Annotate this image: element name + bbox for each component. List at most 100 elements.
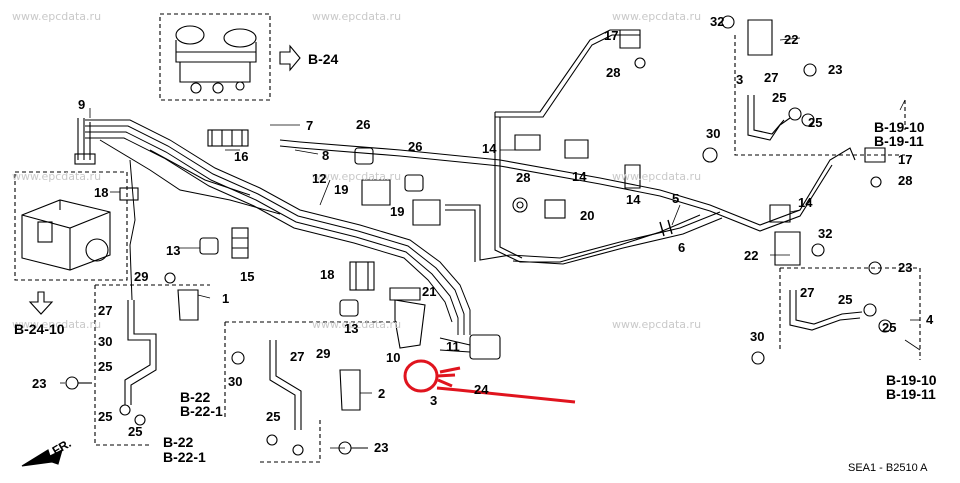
callout-25-d[interactable]: 25	[266, 409, 281, 424]
callout-14-a[interactable]: 14	[482, 141, 497, 156]
line-10	[394, 299, 426, 349]
ref-b22-1-bottom[interactable]: B-22-1	[163, 449, 206, 465]
callout-19-a[interactable]: 19	[334, 182, 349, 197]
callout-26-a[interactable]: 26	[356, 117, 371, 132]
ref-b22-bottom[interactable]: B-22	[163, 434, 194, 450]
callout-30-d[interactable]: 30	[750, 329, 765, 344]
callout-3-b[interactable]: 3	[736, 72, 744, 87]
callout-27-b[interactable]: 27	[290, 349, 305, 364]
callout-30-a[interactable]: 30	[98, 334, 113, 349]
callout-27-c[interactable]: 27	[764, 70, 779, 85]
callout-15[interactable]: 15	[240, 269, 255, 284]
top-right-box	[734, 35, 906, 156]
bolt-icons	[65, 15, 882, 455]
callout-7[interactable]: 7	[306, 118, 314, 133]
callout-30-b[interactable]: 30	[228, 374, 243, 389]
callout-4[interactable]: 4	[926, 312, 934, 327]
callout-17-b[interactable]: 17	[898, 152, 913, 167]
abs-modulator-box	[14, 171, 128, 281]
watermark-9: www.epcdata.ru	[612, 318, 702, 331]
watermark-8: www.epcdata.ru	[312, 318, 402, 331]
ref-b19-10-bottom[interactable]: B-19-10	[886, 372, 937, 388]
callout-27-d[interactable]: 27	[800, 285, 815, 300]
callout-13-a[interactable]: 13	[166, 243, 181, 258]
ref-b19-10-top[interactable]: B-19-10	[874, 119, 925, 135]
bracket-22-top	[747, 19, 773, 56]
callout-12[interactable]: 12	[312, 171, 327, 186]
callout-3-a[interactable]: 3	[430, 393, 438, 408]
proportioning-valve	[469, 334, 501, 360]
callout-18-b[interactable]: 18	[320, 267, 335, 282]
upper-brake-line	[279, 139, 856, 226]
callout-28-a[interactable]: 28	[516, 170, 531, 185]
callout-29-a[interactable]: 29	[134, 269, 149, 284]
ref-b24-10[interactable]: B-24-10	[14, 321, 65, 337]
bracket-2	[339, 369, 361, 411]
ref-b22-1-middle[interactable]: B-22-1	[180, 403, 223, 419]
ref-b24[interactable]: B-24	[308, 51, 339, 67]
callout-14-b[interactable]: 14	[572, 169, 587, 184]
leader-lines	[60, 37, 921, 449]
bracket-22-mid	[774, 231, 801, 266]
red-annotation	[403, 359, 576, 404]
line-5-6	[509, 211, 723, 265]
callout-25-g[interactable]: 25	[838, 292, 853, 307]
callout-32-a[interactable]: 32	[710, 14, 725, 29]
callout-25-e[interactable]: 25	[772, 90, 787, 105]
callout-23-a[interactable]: 23	[32, 376, 47, 391]
callout-17-a[interactable]: 17	[604, 28, 619, 43]
callout-2[interactable]: 2	[378, 386, 386, 401]
callout-5[interactable]: 5	[672, 191, 680, 206]
callout-25-f[interactable]: 25	[808, 115, 823, 130]
diagram-code: SEA1 - B2510 A	[848, 462, 928, 474]
watermark-7: www.epcdata.ru	[12, 318, 102, 331]
callout-20[interactable]: 20	[580, 208, 595, 223]
callout-19-b[interactable]: 19	[390, 204, 405, 219]
callout-23-b[interactable]: 23	[374, 440, 389, 455]
callout-23-d[interactable]: 23	[898, 260, 913, 275]
callout-26-b[interactable]: 26	[408, 139, 423, 154]
callout-28-c[interactable]: 28	[898, 173, 913, 188]
callout-25-c[interactable]: 25	[128, 424, 143, 439]
callout-25-a[interactable]: 25	[98, 359, 113, 374]
callout-28-b[interactable]: 28	[606, 65, 621, 80]
callout-25-h[interactable]: 25	[882, 320, 897, 335]
ref-b19-11-bottom[interactable]: B-19-11	[886, 386, 936, 402]
watermark-4: www.epcdata.ru	[12, 170, 102, 183]
callout-9[interactable]: 9	[78, 97, 86, 112]
flex-hose-icons	[119, 95, 892, 456]
callout-22-b[interactable]: 22	[744, 248, 759, 263]
callout-22-a[interactable]: 22	[784, 32, 799, 47]
callout-21[interactable]: 21	[422, 284, 437, 299]
callout-8[interactable]: 8	[322, 148, 330, 163]
right-rear-box	[779, 267, 921, 360]
ref-b19-11-top[interactable]: B-19-11	[874, 133, 924, 149]
watermark-1: www.epcdata.ru	[12, 10, 102, 23]
brake-line-bundle	[85, 119, 471, 335]
callout-14-c[interactable]: 14	[626, 192, 641, 207]
callout-25-b[interactable]: 25	[98, 409, 113, 424]
callout-14-d[interactable]: 14	[798, 195, 813, 210]
bracket-1	[177, 289, 199, 321]
callout-11[interactable]: 11	[446, 339, 460, 354]
callout-1[interactable]: 1	[222, 291, 230, 306]
ref-b22-middle[interactable]: B-22	[180, 389, 211, 405]
callout-23-c[interactable]: 23	[828, 62, 843, 77]
callout-10[interactable]: 10	[386, 350, 401, 365]
watermark-3: www.epcdata.ru	[612, 10, 702, 23]
callout-6[interactable]: 6	[678, 240, 686, 255]
watermark-6: www.epcdata.ru	[612, 170, 702, 183]
callout-27-a[interactable]: 27	[98, 303, 113, 318]
callout-24[interactable]: 24	[474, 382, 489, 397]
fitting-cluster-9	[74, 118, 96, 165]
callout-13-b[interactable]: 13	[344, 321, 359, 336]
watermark-5: www.epcdata.ru	[312, 170, 402, 183]
callout-30-c[interactable]: 30	[706, 126, 721, 141]
callout-29-b[interactable]: 29	[316, 346, 331, 361]
callout-18[interactable]: 18	[94, 185, 109, 200]
watermark-2: www.epcdata.ru	[312, 10, 402, 23]
callout-16[interactable]: 16	[234, 149, 249, 164]
callout-32-b[interactable]: 32	[818, 226, 833, 241]
